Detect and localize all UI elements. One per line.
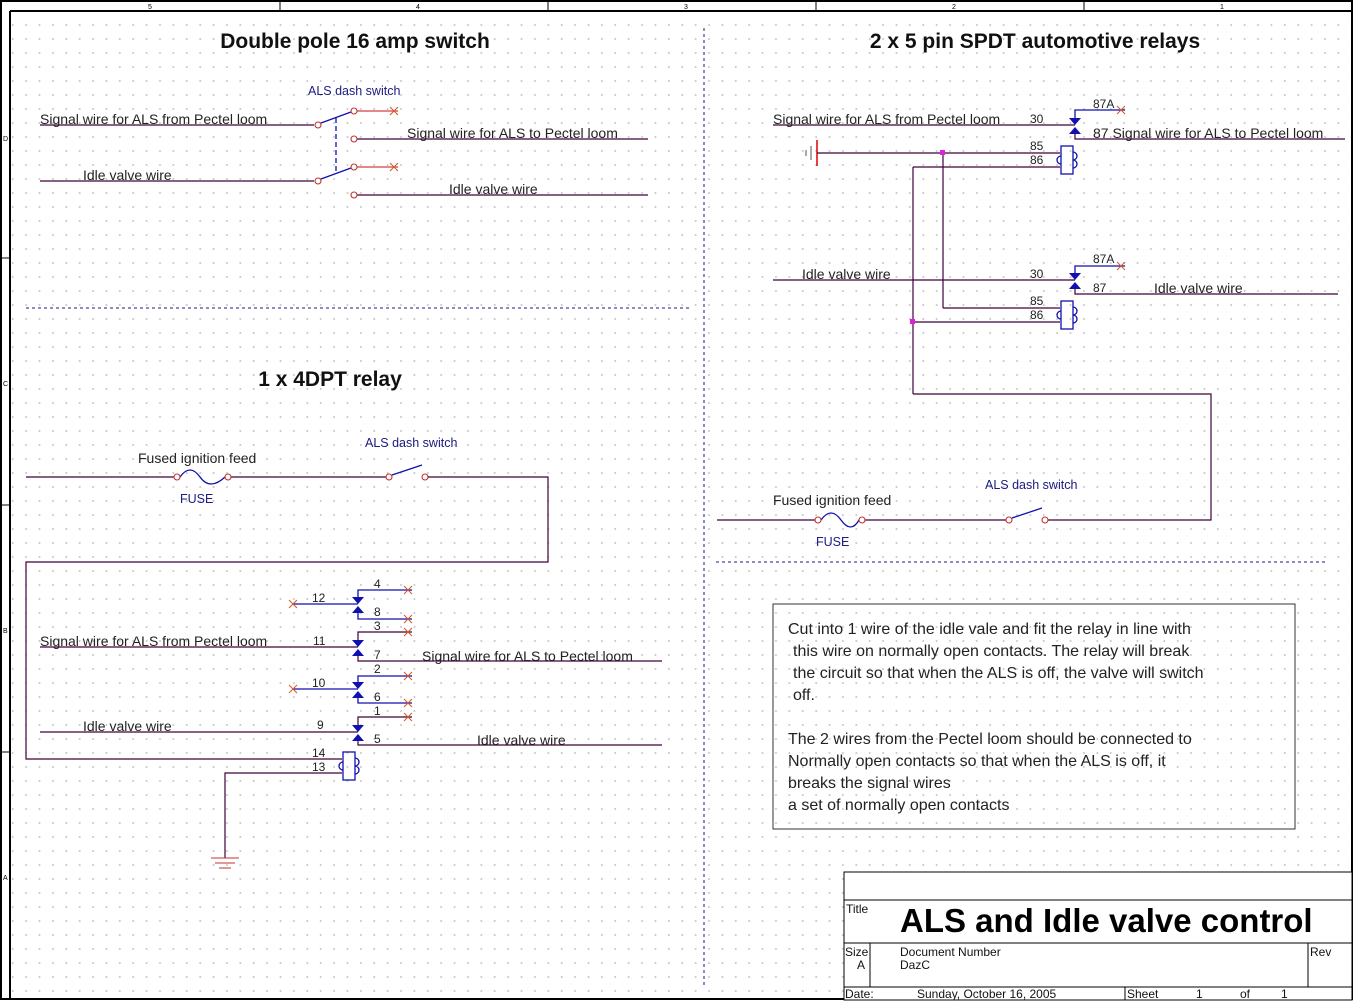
section-dividers [26,28,1325,985]
pin-label: 85 [1030,294,1044,308]
note-line: breaks the signal wires [788,775,951,792]
column-label: 1 [1220,4,1224,11]
note-line: the circuit so that when the ALS is off,… [793,665,1204,682]
row-label: A [3,875,8,882]
pin-label: 1 [374,704,381,718]
spdt-relays-section: 2 x 5 pin SPDT automotive relays Signal … [717,30,1345,549]
relay-coil-icon [1056,300,1078,330]
note-line: this wire on normally open contacts. The… [793,643,1190,660]
wire-label: Idle valve wire [1154,280,1243,296]
section-title: 1 x 4DPT relay [258,368,402,391]
double-pole-switch-section: Double pole 16 amp switch ALS dash switc… [40,30,648,199]
pin-label: 10 [312,676,326,690]
rev-label: Rev [1310,945,1331,959]
date-value: Sunday, October 16, 2005 [917,987,1057,1001]
wire-label: Fused ignition feed [138,450,256,466]
wire-label: Idle valve wire [449,181,538,197]
fuse-icon [179,469,226,485]
wire-label: Idle valve wire [83,718,172,734]
4dpt-relay-section: 1 x 4DPT relay Fused ignition feed FUSE … [25,368,662,869]
column-label: 4 [416,4,420,11]
note-line: off. [793,687,815,704]
junction-dot [940,150,945,155]
drawing-title: ALS and Idle valve control [900,902,1313,939]
wire-label: Fused ignition feed [773,492,891,508]
column-label: 2 [952,4,956,11]
switch-label: ALS dash switch [308,84,400,98]
note-line: The 2 wires from the Pectel loom should … [788,731,1192,748]
section-title: Double pole 16 amp switch [220,30,490,53]
row-label: B [3,628,8,635]
title-block: Title ALS and Idle valve control Size A … [843,871,1353,1001]
size-value: A [857,958,865,972]
pin-label: 2 [374,662,381,676]
wire-label: 87 Signal wire for ALS to Pectel loom [1093,125,1323,141]
pin-label: 8 [374,605,381,619]
wire-label: Signal wire for ALS from Pectel loom [40,111,267,127]
note-line: Normally open contacts so that when the … [788,753,1166,770]
sheet-label: Sheet [1127,987,1159,1001]
pin-label: 13 [312,760,326,774]
pin-label: 4 [374,577,381,591]
pin-label: 87A [1093,252,1114,266]
wire-label: Idle valve wire [477,732,566,748]
sheet-total: 1 [1281,987,1288,1001]
date-label: Date: [845,987,874,1001]
note-line: a set of normally open contacts [788,797,1009,814]
pin-label: 6 [374,690,381,704]
wire-label: Signal wire for ALS from Pectel loom [40,633,267,649]
wire-label: Signal wire for ALS to Pectel loom [407,125,618,141]
wire-label: Idle valve wire [802,266,891,282]
fuse-icon [820,512,860,528]
pin-label: 87A [1093,97,1114,111]
note-box: Cut into 1 wire of the idle vale and fit… [772,603,1296,830]
document-number-label: Document Number [900,945,1001,959]
pin-label: 30 [1030,112,1044,126]
document-number: DazC [900,958,930,972]
pin-label: 86 [1030,308,1044,322]
column-label: 5 [148,4,152,11]
relay-contacts [40,585,662,746]
pin-label: 9 [317,718,324,732]
switch-label: ALS dash switch [365,436,457,450]
fuse-label: FUSE [180,492,213,506]
pin-label: 11 [313,634,326,648]
pin-label: 86 [1030,153,1044,167]
pin-label: 30 [1030,267,1044,281]
pin-label: 7 [374,648,381,662]
wire-label: Signal wire for ALS from Pectel loom [773,111,1000,127]
pin-label: 14 [312,746,326,760]
pin-label: 87 [1093,281,1107,295]
relay-coil-icon [338,751,360,781]
pin-label: 12 [312,591,326,605]
wire-label: Signal wire for ALS to Pectel loom [422,648,633,664]
size-label: Size [845,945,869,959]
ground-icon [805,140,818,166]
junction-dot [910,319,915,324]
pin-label: 85 [1030,139,1044,153]
title-label: Title [846,902,869,916]
fuse-label: FUSE [816,535,849,549]
switch-label: ALS dash switch [985,478,1077,492]
section-title: 2 x 5 pin SPDT automotive relays [870,30,1200,53]
row-label: D [3,136,8,143]
column-label: 3 [684,4,688,11]
note-line: Cut into 1 wire of the idle vale and fit… [788,621,1191,638]
relay-coil-icon [1056,145,1078,175]
wire-label: Idle valve wire [83,167,172,183]
ground-icon [211,857,239,869]
of-label: of [1240,987,1251,1001]
row-label: C [3,381,8,388]
sheet-number: 1 [1196,987,1203,1001]
pin-label: 3 [374,619,381,633]
pin-label: 5 [374,732,381,746]
